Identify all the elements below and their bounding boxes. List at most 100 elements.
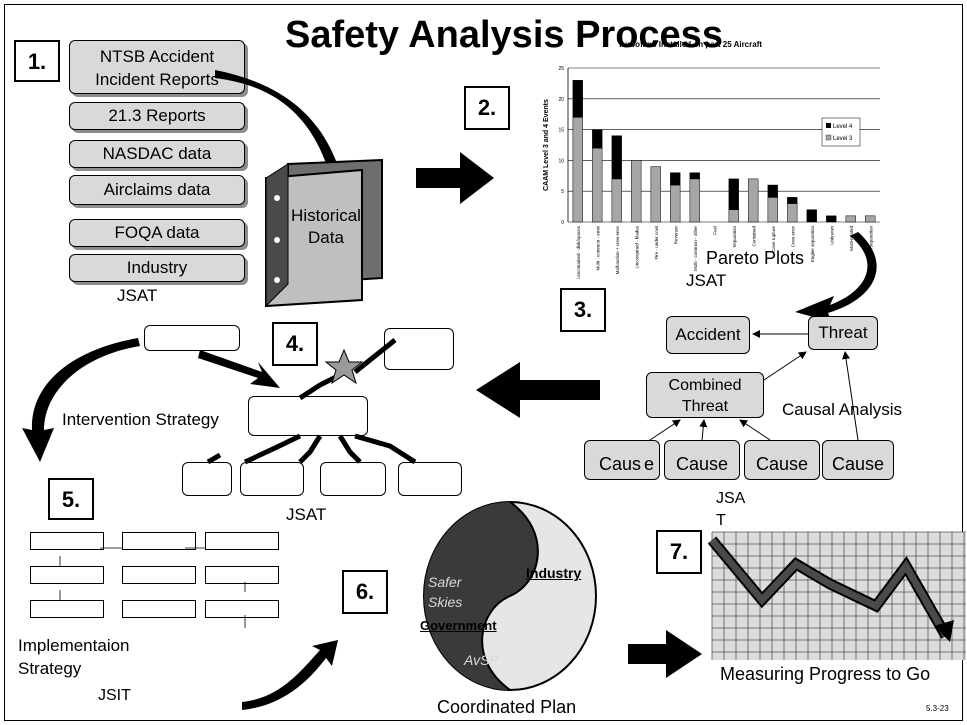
pareto-bar-level4 — [787, 197, 798, 204]
pareto-category-label: Malfunction + crew error — [615, 226, 620, 275]
industry-label: Industry — [526, 565, 582, 581]
source-airclaims: Airclaims data — [69, 175, 245, 205]
intervention-sub-box-4 — [398, 462, 462, 496]
pareto-category-label: Fire - under cowl — [654, 226, 659, 260]
step-5-label: 5. — [48, 478, 94, 520]
pareto-bar-level4 — [728, 178, 739, 210]
causal-jsat-label: JSA T — [716, 490, 745, 529]
pareto-caption: Pareto Plots — [706, 248, 805, 268]
pareto-y-tick: 5 — [561, 189, 564, 195]
yin-yang-graphic — [423, 501, 597, 691]
intervention-sub-box-3 — [320, 462, 386, 496]
pareto-category-label: Unknown — [829, 226, 834, 245]
pareto-category-label: Fuel — [712, 226, 717, 235]
pareto-category-label: Case rupture — [771, 226, 776, 253]
implementation-mini-box — [30, 600, 104, 618]
pareto-bar-level4 — [806, 209, 817, 223]
accident-box: Accident — [666, 316, 750, 354]
pareto-category-label: Multi - common - envir — [595, 226, 600, 271]
pareto-bar-level4 — [611, 135, 622, 180]
progress-arrow-head — [934, 620, 954, 642]
implementation-mini-box — [122, 532, 196, 550]
step-6-label: 6. — [342, 570, 388, 614]
pareto-bar-level3 — [845, 215, 856, 223]
government-label: Government — [420, 618, 497, 633]
safer-skies-label: Safer Skies — [428, 574, 463, 610]
implementation-mini-box — [122, 566, 196, 584]
cause-box-4: Cause — [822, 440, 894, 480]
implementation-jsit-label: JSIT — [98, 687, 131, 704]
threat-box: Threat — [808, 316, 878, 350]
pareto-bar-level3 — [865, 215, 876, 223]
step-4-label: 4. — [272, 322, 318, 366]
pareto-bar-level4 — [826, 215, 837, 223]
pareto-y-tick: 25 — [558, 66, 564, 72]
pareto-category-label: Separation — [732, 226, 737, 248]
progress-caption: Measuring Progress to Go — [720, 664, 931, 684]
source-foqa: FOQA data — [69, 219, 245, 247]
pareto-legend — [821, 117, 861, 147]
avsp-label: AvSP — [464, 652, 499, 668]
pareto-category-label: Cowl separation — [868, 226, 873, 259]
pareto-legend-swatch-level4 — [826, 123, 831, 128]
implementation-mini-box — [30, 566, 104, 584]
source-ntsb: NTSB Accident Incident Reports — [69, 40, 245, 94]
intervention-center-box — [248, 396, 368, 436]
pareto-bar-level4 — [767, 184, 778, 198]
implementation-mini-box — [30, 532, 104, 550]
pareto-bar-level3 — [650, 166, 661, 223]
source-21-3: 21.3 Reports — [69, 102, 245, 130]
intervention-top-left-box — [144, 325, 240, 351]
pareto-category-label: Multi-related — [849, 226, 854, 251]
page-number: 5.3-23 — [926, 704, 949, 713]
pareto-category-label: Reverser — [673, 226, 678, 245]
pareto-category-label: Engine separation — [810, 226, 815, 263]
cause-box-2: Cause — [664, 440, 740, 480]
implementation-mini-box — [205, 566, 279, 584]
implementation-mini-box — [205, 600, 279, 618]
intervention-top-right-box — [384, 328, 454, 370]
pareto-legend-level4: Level 4 — [833, 124, 853, 130]
cause-box-3: Cause — [744, 440, 820, 480]
pareto-y-axis-label: CAAM Level 3 and 4 Events — [543, 99, 550, 191]
slide-frame — [4, 4, 963, 721]
progress-trend-line — [709, 537, 950, 638]
implementation-mini-box — [122, 600, 196, 618]
combined-threat-box: Combined Threat — [646, 372, 764, 418]
coordinated-plan-caption: Coordinated Plan — [437, 697, 577, 717]
pareto-y-tick: 0 — [561, 220, 564, 226]
intervention-jsat-label: JSAT — [286, 505, 327, 524]
binder-icon — [265, 158, 383, 308]
step-7-label: 7. — [656, 530, 702, 574]
pareto-y-tick: 10 — [558, 158, 564, 164]
pareto-legend-level3: Level 3 — [833, 136, 853, 142]
intervention-caption: Intervention Strategy — [62, 410, 219, 429]
implementation-mini-box — [205, 532, 279, 550]
pareto-bar-level3 — [748, 178, 759, 223]
pareto-chart-title: Turbofans Installed on part 25 Aircraft — [618, 40, 763, 49]
pareto-bar-level4 — [689, 172, 700, 180]
pareto-y-tick: 15 — [558, 128, 564, 134]
source-nasdac: NASDAC data — [69, 140, 245, 168]
pareto-bar-level4 — [572, 80, 583, 118]
intervention-sub-box-2 — [240, 462, 304, 496]
pareto-bar-level4 — [592, 129, 603, 149]
pareto-category-label: Contained — [751, 226, 756, 247]
pareto-bar-level3 — [631, 160, 642, 223]
step-3-label: 3. — [560, 288, 606, 332]
pareto-category-label: Uncontained - disk/spaces — [576, 225, 581, 279]
pareto-category-label: Uncontained - blades — [634, 225, 639, 268]
causal-analysis-caption: Causal Analysis — [782, 400, 903, 419]
step-1-label: 1. — [14, 40, 60, 82]
pareto-legend-swatch-level3 — [825, 134, 832, 141]
